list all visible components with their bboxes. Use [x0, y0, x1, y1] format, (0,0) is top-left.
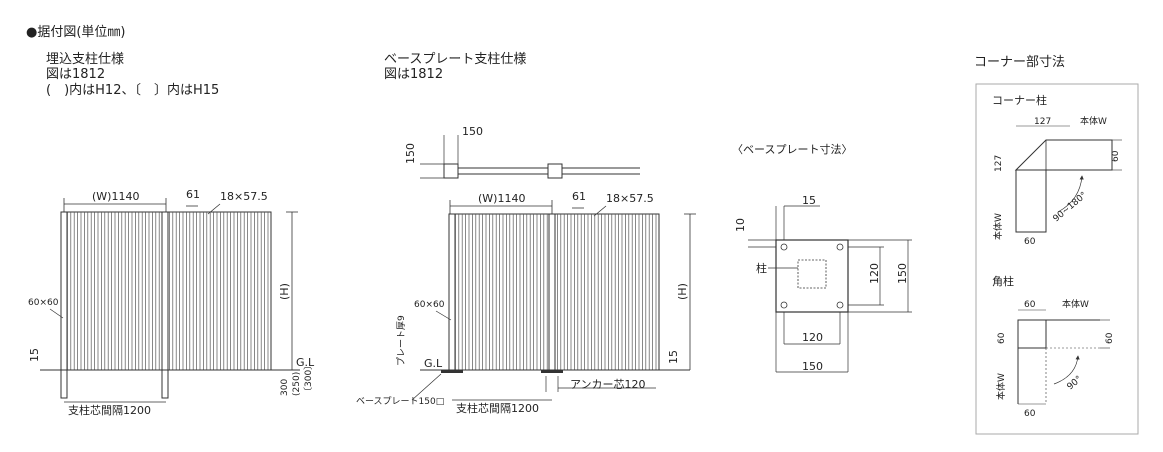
corner-section: コーナー部寸法 コーナー柱 127 本体W 60 127 90~180° 本体W…: [974, 55, 1139, 435]
embedded-title: 埋込支柱仕様: [46, 52, 124, 67]
corner-body-top: 本体W: [1080, 115, 1107, 127]
plate-d120-v: 120: [868, 263, 881, 284]
baseplate-post-section: ベースプレート支柱仕様 図は1812 150 150 (W)1140 61 18…: [356, 52, 696, 415]
corner-body-left: 本体W: [992, 213, 1004, 240]
square-d60-bottom: 60: [1024, 409, 1036, 419]
corner-frame: [975, 83, 1139, 435]
embedded-spacing-label: 支柱芯間隔1200: [68, 403, 151, 417]
plate-d150-v: 150: [896, 263, 909, 284]
baseplate-spacing-label: 支柱芯間隔1200: [456, 401, 539, 415]
corner-title: コーナー部寸法: [974, 55, 1065, 70]
baseplate-slat-label: 18×57.5: [606, 192, 654, 205]
embedded-note1: 図は1812: [46, 67, 105, 82]
page-title: ●据付図(単位㎜): [26, 24, 126, 40]
plate-detail-section: 〈ベースプレート寸法〉 15 10 柱 120 150 120: [732, 142, 912, 373]
baseplate-plate-label: ベースプレート150□: [356, 396, 444, 407]
baseplate-width-label: (W)1140: [478, 192, 525, 205]
baseplate-gap-label: 15: [667, 350, 680, 364]
embedded-width-label: (W)1140: [92, 190, 139, 203]
corner-angle: 90~180°: [1052, 190, 1090, 224]
embedded-depth1: 300: [280, 379, 290, 396]
corner-d127-top: 127: [1034, 117, 1051, 127]
baseplate-ground-label: G.L: [424, 357, 443, 370]
embedded-height-label: (H): [278, 283, 291, 300]
corner-post-title: コーナー柱: [992, 93, 1047, 107]
embedded-depth2: (250): [292, 372, 302, 396]
plate-d10: 10: [734, 218, 747, 232]
square-body-left: 本体W: [995, 373, 1007, 400]
baseplate-note1: 図は1812: [384, 67, 443, 82]
baseplate-frame-label: 61: [572, 190, 586, 203]
plate-d150-h: 150: [802, 360, 823, 373]
square-d60-right: 60: [1105, 332, 1115, 344]
embedded-frame-label: 61: [186, 188, 200, 201]
embedded-ground-label: G.L: [296, 356, 315, 369]
square-body-top: 本体W: [1062, 298, 1089, 310]
baseplate-thickness-label: プレート厚9: [396, 315, 407, 366]
baseplate-height-label: (H): [676, 283, 689, 300]
embedded-note2: ( )内はH12、〔 〕内はH15: [46, 82, 219, 98]
plate-post-label: 柱: [756, 261, 767, 275]
baseplate-anchor-label: アンカー芯120: [570, 377, 646, 391]
square-d60-top: 60: [1024, 300, 1036, 310]
embedded-post-section: 埋込支柱仕様 図は1812 ( )内はH12、〔 〕内はH15 (W)1140 …: [28, 52, 315, 417]
embedded-post-label: 60×60: [28, 298, 59, 308]
corner-d60-right: 60: [1111, 150, 1121, 162]
baseplate-post-label: 60×60: [414, 300, 445, 310]
plate-d120-h: 120: [802, 331, 823, 344]
square-angle: 90°: [1066, 374, 1085, 392]
plate-d15: 15: [802, 194, 816, 207]
baseplate-title: ベースプレート支柱仕様: [384, 52, 526, 67]
embedded-depth3: 〔300〕: [303, 361, 314, 396]
embedded-slat-label: 18×57.5: [220, 190, 268, 203]
corner-d60-bottom: 60: [1024, 237, 1036, 247]
square-d60-left: 60: [997, 332, 1007, 344]
square-post-title: 角柱: [992, 274, 1014, 288]
embedded-gap-label: 15: [28, 348, 41, 362]
plate-detail-title: 〈ベースプレート寸法〉: [732, 142, 852, 156]
baseplate-plan-b: 150: [404, 143, 417, 164]
baseplate-plan-a: 150: [462, 125, 483, 138]
corner-d127-left: 127: [994, 155, 1004, 172]
